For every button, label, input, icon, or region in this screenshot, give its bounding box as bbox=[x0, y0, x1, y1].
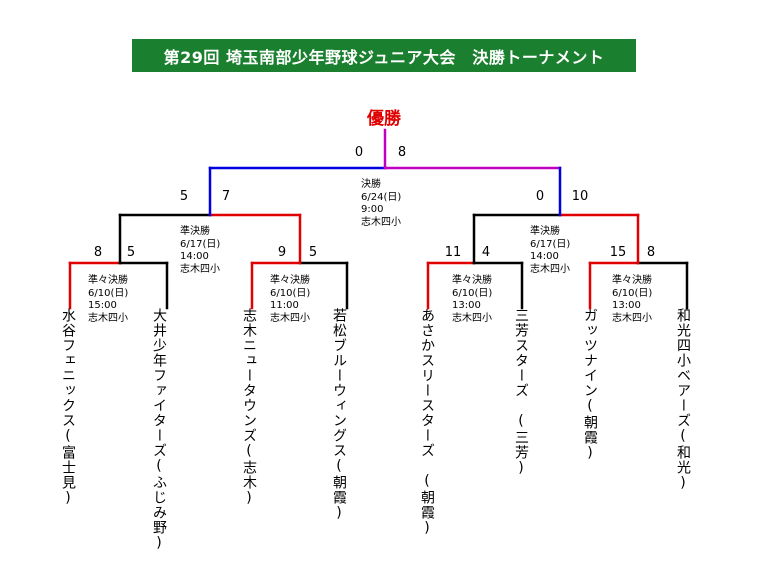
final-score-left: 0 bbox=[354, 145, 364, 160]
team-7: ガッツナイン(朝霞) bbox=[582, 308, 598, 462]
semifinal-1-score-right: 7 bbox=[221, 189, 231, 204]
semifinal-2-match-info: 準決勝 6/17(日) 14:00 志木四小 bbox=[530, 226, 571, 275]
semifinal-2-score-left: 0 bbox=[535, 189, 545, 204]
quarterfinal-3-match-info: 準々決勝 6/10(日) 13:00 志木四小 bbox=[452, 275, 493, 324]
quarterfinal-3-score-left: 11 bbox=[444, 245, 462, 260]
page-title: 第29回 埼玉南部少年野球ジュニア大会 決勝トーナメント bbox=[163, 47, 605, 67]
quarterfinal-1-score-left: 8 bbox=[93, 245, 103, 260]
team-4: 若松ブルーウィングス(朝霞) bbox=[331, 308, 347, 522]
final-match-info: 決勝 6/24(日) 9:00 志木四小 bbox=[361, 179, 402, 228]
final-score-right: 8 bbox=[397, 145, 407, 160]
quarterfinal-2-score-right: 5 bbox=[308, 245, 318, 260]
quarterfinal-3-score-right: 4 bbox=[481, 245, 491, 260]
champion-label: 優勝 bbox=[367, 109, 401, 129]
quarterfinal-2-match-info: 準々決勝 6/10(日) 11:00 志木四小 bbox=[270, 275, 311, 324]
quarterfinal-4-match-info: 準々決勝 6/10(日) 13:00 志木四小 bbox=[612, 275, 653, 324]
semifinal-2-score-right: 10 bbox=[571, 189, 589, 204]
team-5: あさかスリースターズ (朝霞) bbox=[419, 308, 435, 537]
team-1: 水谷フェニックス(富士見) bbox=[60, 308, 76, 507]
title-banner: 第29回 埼玉南部少年野球ジュニア大会 決勝トーナメント bbox=[132, 39, 636, 72]
quarterfinal-4-score-left: 15 bbox=[609, 245, 627, 260]
quarterfinal-1-match-info: 準々決勝 6/10(日) 15:00 志木四小 bbox=[88, 275, 129, 324]
quarterfinal-4-score-right: 8 bbox=[646, 245, 656, 260]
team-8: 和光四小ベアーズ(和光) bbox=[675, 308, 691, 492]
quarterfinal-2-score-left: 9 bbox=[277, 245, 287, 260]
quarterfinal-1-score-right: 5 bbox=[126, 245, 136, 260]
semifinal-1-match-info: 準決勝 6/17(日) 14:00 志木四小 bbox=[180, 226, 221, 275]
team-2: 大井少年ファイターズ(ふじみ野) bbox=[151, 308, 167, 552]
team-6: 三芳スターズ (三芳) bbox=[513, 308, 529, 477]
team-3: 志木ニュータウンズ(志木) bbox=[241, 308, 257, 507]
semifinal-1-score-left: 5 bbox=[179, 189, 189, 204]
